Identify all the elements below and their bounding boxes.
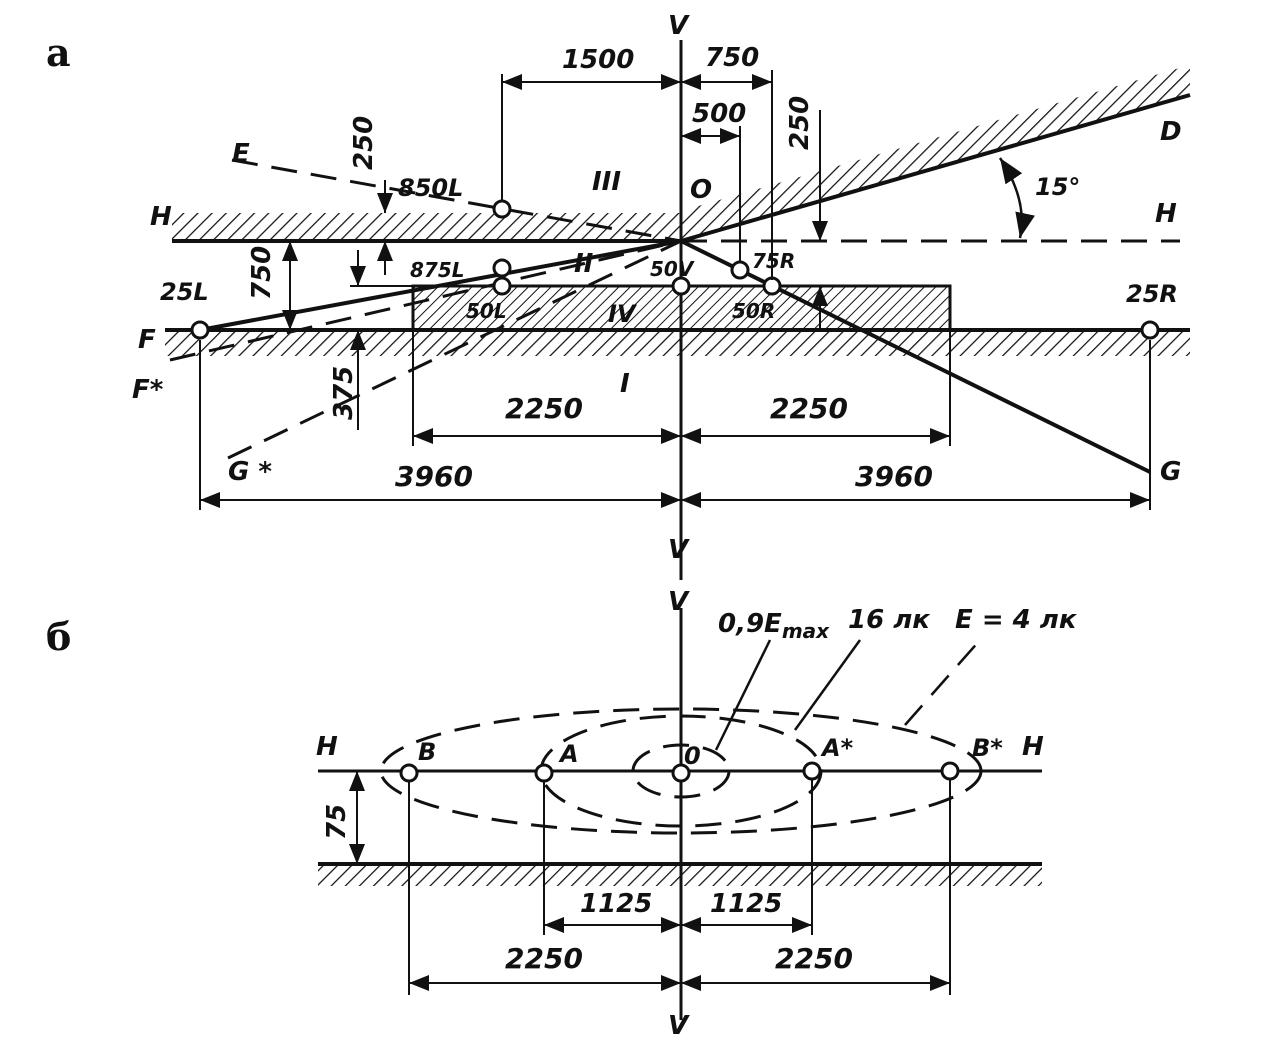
line-e-label: E [232, 139, 250, 169]
point-50l-label: 50L [466, 299, 507, 323]
point-a-label: A [558, 740, 579, 768]
point-75r [730, 260, 750, 280]
g-label: G [1160, 457, 1181, 487]
line-g [680, 239, 1151, 474]
panel-a-label: а [46, 30, 71, 75]
leader-middle [793, 639, 862, 731]
dim-750-left: 750 [247, 246, 277, 300]
point-875l [492, 258, 512, 278]
point-50v [671, 276, 691, 296]
leader-inner [714, 639, 772, 751]
panel-b: б V V H H 0,9Emax 16 лк E = 4 лк B A 0 A… [46, 587, 1078, 1041]
line-f-cutoff [199, 239, 682, 332]
point-850l [492, 199, 512, 219]
point-50l [492, 276, 512, 296]
zone-i-label: I [620, 369, 630, 399]
point-50r [762, 276, 782, 296]
iso-outer-label: E = 4 лк [955, 605, 1078, 635]
dim-250-left: 250 [349, 116, 379, 170]
leader-outer [904, 639, 981, 726]
iso-middle-label: 16 лк [848, 605, 931, 635]
dim-750-top: 750 [705, 43, 759, 73]
isolux-outer [379, 707, 983, 835]
dim-1125-left: 1125 [580, 889, 652, 919]
angle-arc [998, 157, 1035, 239]
axis-v-bottom-label-b: V [668, 1011, 690, 1041]
f-star-label: F* [132, 375, 164, 405]
dim-75: 75 [322, 804, 352, 840]
point-b [399, 763, 419, 783]
isolux-inner [631, 743, 731, 799]
iso-inner-label: 0,9Emax [718, 609, 830, 643]
dim-3960-left: 3960 [395, 460, 473, 493]
point-a-star-label: A* [820, 734, 854, 762]
point-b-label: B [418, 738, 436, 766]
dim-2250-right: 2250 [770, 392, 848, 425]
h-left-label: H [150, 202, 172, 232]
point-o-label: O [690, 175, 712, 205]
line-d-label: D [1160, 117, 1182, 147]
point-75r-label: 75R [752, 249, 795, 273]
point-50v-label: 50V [650, 257, 695, 281]
h-right-label: H [1155, 199, 1177, 229]
dim-375: 375 [329, 366, 359, 420]
point-25l-label: 25L [160, 278, 209, 306]
point-a [534, 763, 554, 783]
h-left-label-b: H [316, 732, 338, 762]
point-b-star-label: B* [972, 734, 1003, 762]
dim-3960-right: 3960 [855, 460, 933, 493]
panel-a: а V V H H D 15° E F F* G * G [46, 11, 1191, 580]
angle-label: 15° [1035, 173, 1080, 201]
axis-v-top-label-b: V [668, 587, 690, 617]
h-right-label-b: H [1022, 732, 1044, 762]
point-875l-label: 875L [410, 258, 465, 282]
panel-b-label: б [46, 614, 71, 659]
point-o-label-b: 0 [684, 742, 701, 770]
dim-2250-right-b: 2250 [775, 942, 853, 975]
axis-v-top-label: V [668, 11, 690, 41]
point-850l-label: 850L [398, 174, 463, 202]
dim-500: 500 [692, 99, 746, 129]
road-hatching-b [318, 864, 1042, 886]
line-f-star [169, 239, 682, 362]
point-o-b [671, 763, 691, 783]
zone-iii-label: III [592, 167, 621, 197]
f-label: F [138, 325, 156, 355]
line-g-star [227, 239, 682, 460]
f-line-hatching [165, 330, 1190, 356]
zone-iv-label: IV [608, 300, 638, 328]
axis-v-bottom-label: V [668, 535, 690, 565]
g-star-label: G * [228, 457, 272, 487]
dim-1500: 1500 [562, 45, 634, 75]
line-e [231, 158, 682, 243]
dim-1125-right: 1125 [710, 889, 782, 919]
point-50r-label: 50R [732, 299, 775, 323]
dim-2250-left: 2250 [505, 392, 583, 425]
point-b-star [940, 761, 960, 781]
dim-2250-left-b: 2250 [505, 942, 583, 975]
point-25r [1140, 320, 1160, 340]
dim-250-right: 250 [785, 96, 815, 150]
zone-ii-label: II [574, 249, 594, 279]
point-25r-label: 25R [1126, 280, 1178, 308]
line-od-hatching [681, 65, 1190, 241]
point-25l [190, 320, 210, 340]
point-a-star [802, 761, 822, 781]
